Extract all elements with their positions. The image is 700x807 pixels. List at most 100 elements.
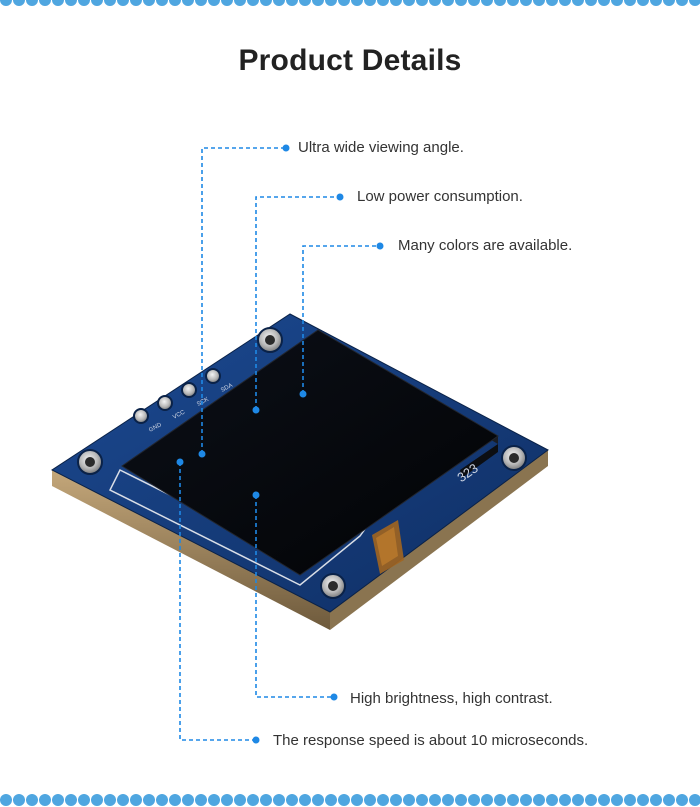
border-dot bbox=[637, 794, 649, 806]
dot-icon bbox=[376, 242, 384, 250]
border-dot bbox=[689, 0, 700, 6]
border-dot bbox=[273, 0, 285, 6]
border-dot bbox=[0, 0, 12, 6]
pin-label: SDA bbox=[220, 383, 234, 394]
border-dot bbox=[325, 794, 337, 806]
border-dot bbox=[494, 794, 506, 806]
border-dot bbox=[247, 794, 259, 806]
border-dot bbox=[663, 794, 675, 806]
border-dot bbox=[442, 794, 454, 806]
top-border bbox=[0, 0, 700, 7]
border-dot bbox=[143, 794, 155, 806]
dot-icon bbox=[252, 491, 260, 499]
feature-brightness: High brightness, high contrast. bbox=[350, 690, 553, 707]
border-dot bbox=[312, 794, 324, 806]
border-dot bbox=[546, 0, 558, 6]
border-dot bbox=[598, 794, 610, 806]
border-dot bbox=[195, 0, 207, 6]
border-dot bbox=[455, 0, 467, 6]
border-dot bbox=[468, 794, 480, 806]
border-dot bbox=[299, 0, 311, 6]
border-dot bbox=[377, 0, 389, 6]
border-dot bbox=[364, 0, 376, 6]
dot-icon bbox=[252, 736, 260, 744]
border-dot bbox=[312, 0, 324, 6]
border-dot bbox=[559, 794, 571, 806]
border-dot bbox=[91, 0, 103, 6]
leader-lines bbox=[179, 147, 380, 741]
border-dot bbox=[52, 794, 64, 806]
oled-screen bbox=[121, 329, 499, 576]
leader-line-response-speed bbox=[179, 462, 256, 741]
pin-label: VCC bbox=[172, 409, 187, 421]
border-dot bbox=[546, 794, 558, 806]
pin-header bbox=[133, 368, 221, 424]
border-dot bbox=[13, 0, 25, 6]
border-dot bbox=[429, 0, 441, 6]
border-dot bbox=[91, 794, 103, 806]
border-dot bbox=[0, 794, 12, 806]
border-dot bbox=[520, 0, 532, 6]
border-dot bbox=[182, 794, 194, 806]
border-dot bbox=[299, 794, 311, 806]
border-dot bbox=[507, 794, 519, 806]
border-dot bbox=[429, 794, 441, 806]
border-dot bbox=[338, 794, 350, 806]
border-dot bbox=[442, 0, 454, 6]
border-dot bbox=[234, 0, 246, 6]
border-dot bbox=[247, 0, 259, 6]
border-dot bbox=[416, 794, 428, 806]
border-dot bbox=[52, 0, 64, 6]
border-dot bbox=[169, 0, 181, 6]
border-dot bbox=[39, 794, 51, 806]
border-dot bbox=[689, 794, 700, 806]
page-title: Product Details bbox=[238, 44, 462, 77]
border-dot bbox=[273, 794, 285, 806]
feature-low-power: Low power consumption. bbox=[357, 188, 523, 205]
dot-icon bbox=[282, 144, 290, 152]
border-dot bbox=[104, 0, 116, 6]
border-dot bbox=[416, 0, 428, 6]
border-dot bbox=[364, 794, 376, 806]
border-dot bbox=[676, 794, 688, 806]
border-dot bbox=[78, 794, 90, 806]
dot-icon bbox=[299, 390, 307, 398]
border-dot bbox=[585, 794, 597, 806]
border-dot bbox=[221, 794, 233, 806]
feature-many-colors: Many colors are available. bbox=[398, 237, 573, 254]
border-dot bbox=[403, 794, 415, 806]
border-dot bbox=[234, 794, 246, 806]
border-dot bbox=[507, 0, 519, 6]
dot-icon bbox=[336, 193, 344, 201]
border-dot bbox=[624, 0, 636, 6]
border-dot bbox=[104, 794, 116, 806]
border-dot bbox=[455, 794, 467, 806]
border-dot bbox=[572, 794, 584, 806]
border-dot bbox=[650, 794, 662, 806]
border-dot bbox=[195, 794, 207, 806]
border-dot bbox=[208, 0, 220, 6]
leader-line-brightness bbox=[255, 495, 334, 698]
border-dot bbox=[481, 0, 493, 6]
border-dot bbox=[221, 0, 233, 6]
border-dot bbox=[650, 0, 662, 6]
border-dot bbox=[130, 0, 142, 6]
border-dot bbox=[520, 794, 532, 806]
border-dot bbox=[325, 0, 337, 6]
border-dot bbox=[533, 794, 545, 806]
border-dot bbox=[65, 794, 77, 806]
border-dot bbox=[494, 0, 506, 6]
border-dot bbox=[533, 0, 545, 6]
border-dot bbox=[624, 794, 636, 806]
border-dot bbox=[286, 794, 298, 806]
dot-icon bbox=[198, 450, 206, 458]
border-dot bbox=[78, 0, 90, 6]
pin-labels: GND VCC SCK SDA bbox=[148, 383, 234, 434]
border-dot bbox=[403, 0, 415, 6]
border-dot bbox=[559, 0, 571, 6]
border-dot bbox=[260, 0, 272, 6]
border-dot bbox=[468, 0, 480, 6]
border-dot bbox=[117, 794, 129, 806]
border-dot bbox=[260, 794, 272, 806]
